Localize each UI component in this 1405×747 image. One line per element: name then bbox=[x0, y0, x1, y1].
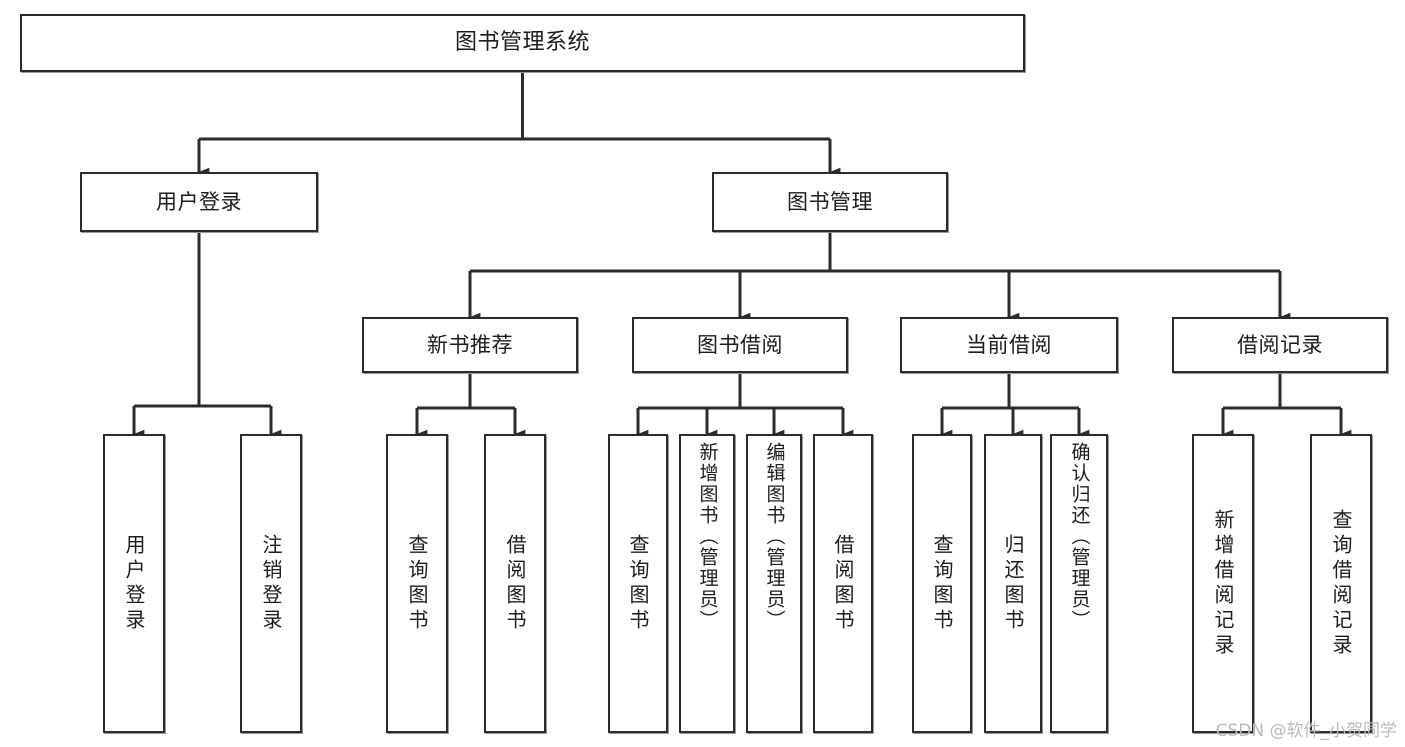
node-current-borrow[interactable]: 当前借阅 bbox=[900, 317, 1118, 373]
node-label: 编辑图书（管理员） bbox=[763, 442, 786, 631]
node-label: 图书管理系统 bbox=[454, 30, 590, 56]
node-label: 归还图书 bbox=[1001, 533, 1025, 634]
node-label: 借阅图书 bbox=[831, 533, 855, 634]
node-label: 新增借阅记录 bbox=[1211, 508, 1235, 659]
node-book-borrow[interactable]: 图书借阅 bbox=[632, 317, 848, 373]
node-root[interactable]: 图书管理系统 bbox=[20, 14, 1025, 72]
leaf-user-logout[interactable]: 注销登录 bbox=[240, 434, 302, 733]
leaf-edit-book-admin[interactable]: 编辑图书（管理员） bbox=[746, 434, 802, 733]
leaf-confirm-return-admin[interactable]: 确认归还（管理员） bbox=[1050, 434, 1108, 733]
node-label: 新增图书（管理员） bbox=[696, 442, 719, 631]
node-book-manage[interactable]: 图书管理 bbox=[712, 172, 948, 232]
node-label: 图书管理 bbox=[787, 189, 873, 214]
leaf-borrow-book-1[interactable]: 借阅图书 bbox=[484, 434, 546, 733]
leaf-add-book-admin[interactable]: 新增图书（管理员） bbox=[679, 434, 735, 733]
node-label: 确认归还（管理员） bbox=[1068, 442, 1091, 631]
leaf-query-book-2[interactable]: 查询图书 bbox=[608, 434, 668, 733]
node-label: 借阅图书 bbox=[503, 533, 527, 634]
leaf-add-borrow-record[interactable]: 新增借阅记录 bbox=[1192, 434, 1254, 733]
node-borrow-record[interactable]: 借阅记录 bbox=[1172, 317, 1388, 373]
node-label: 图书借阅 bbox=[697, 332, 783, 357]
leaf-query-borrow-record[interactable]: 查询借阅记录 bbox=[1310, 434, 1372, 733]
node-label: 查询图书 bbox=[930, 533, 954, 634]
node-new-book-recommend[interactable]: 新书推荐 bbox=[362, 317, 578, 373]
leaf-user-login[interactable]: 用户登录 bbox=[103, 434, 165, 733]
node-user-login[interactable]: 用户登录 bbox=[80, 172, 318, 232]
node-label: 查询图书 bbox=[626, 533, 650, 634]
leaf-borrow-book-2[interactable]: 借阅图书 bbox=[813, 434, 873, 733]
node-label: 查询借阅记录 bbox=[1329, 508, 1353, 659]
node-label: 用户登录 bbox=[156, 189, 242, 214]
node-label: 注销登录 bbox=[259, 533, 283, 634]
node-label: 用户登录 bbox=[122, 533, 146, 634]
csdn-watermark: CSDN @软件_小贺同学 bbox=[1215, 721, 1397, 741]
node-label: 查询图书 bbox=[405, 533, 429, 634]
leaf-return-book[interactable]: 归还图书 bbox=[984, 434, 1042, 733]
node-label: 新书推荐 bbox=[427, 332, 513, 357]
leaf-query-book-1[interactable]: 查询图书 bbox=[386, 434, 448, 733]
node-label: 当前借阅 bbox=[966, 332, 1052, 357]
node-label: 借阅记录 bbox=[1237, 332, 1323, 357]
leaf-query-book-3[interactable]: 查询图书 bbox=[912, 434, 972, 733]
